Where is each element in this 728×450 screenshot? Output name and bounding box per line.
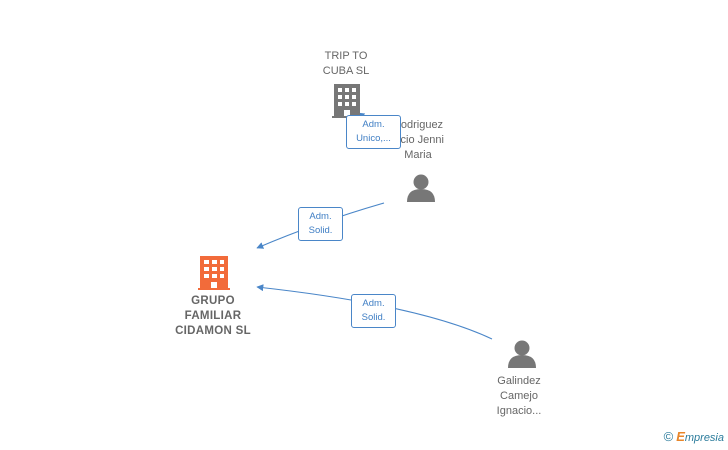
label-line: GRUPO — [191, 295, 235, 307]
edge-label-line: Adm. — [362, 119, 385, 130]
empresia-watermark: ©Empresia — [664, 429, 724, 444]
edge-label-adm-unico[interactable]: Adm. Unico,... — [346, 115, 401, 149]
brand-initial: E — [676, 429, 685, 444]
label-line: Maria — [404, 149, 432, 161]
edge-label-line: Solid. — [308, 225, 333, 236]
edge-label-line: Unico,... — [356, 133, 391, 144]
edge-label-line: Solid. — [361, 312, 386, 323]
label-line: CIDAMON SL — [175, 325, 251, 337]
node-label-rodriguez[interactable]: Rodriguez Ocio Jenni Maria — [368, 118, 468, 163]
edge-label-line: Adm. — [362, 298, 385, 309]
person-icon[interactable] — [407, 174, 435, 203]
label-line: Rodriguez — [392, 119, 444, 131]
node-label-galindez[interactable]: Galindez Camejo Ignacio... — [469, 374, 569, 419]
label-line: Ocio Jenni — [392, 134, 444, 146]
edge-label-adm-solid[interactable]: Adm. Solid. — [298, 207, 343, 241]
edge-galindez-to-grupo — [256, 284, 493, 340]
label-line: Camejo — [500, 390, 538, 402]
label-line: TRIP TO — [324, 50, 368, 62]
label-line: Ignacio... — [496, 405, 542, 417]
brand-name: mpresia — [684, 432, 724, 444]
building-icon[interactable] — [198, 256, 230, 290]
copyright-symbol: © — [663, 429, 674, 444]
edge-label-line: Adm. — [309, 211, 332, 222]
label-line: CUBA SL — [322, 65, 370, 77]
label-line: FAMILIAR — [184, 310, 242, 322]
node-label-grupo-familiar[interactable]: GRUPO FAMILIAR CIDAMON SL — [153, 294, 273, 339]
label-line: Galindez — [497, 375, 541, 387]
edge-label-adm-solid[interactable]: Adm. Solid. — [351, 294, 396, 328]
building-icon[interactable] — [332, 84, 362, 118]
node-label-trip-to-cuba[interactable]: TRIP TO CUBA SL — [296, 49, 396, 79]
person-icon[interactable] — [508, 340, 536, 369]
